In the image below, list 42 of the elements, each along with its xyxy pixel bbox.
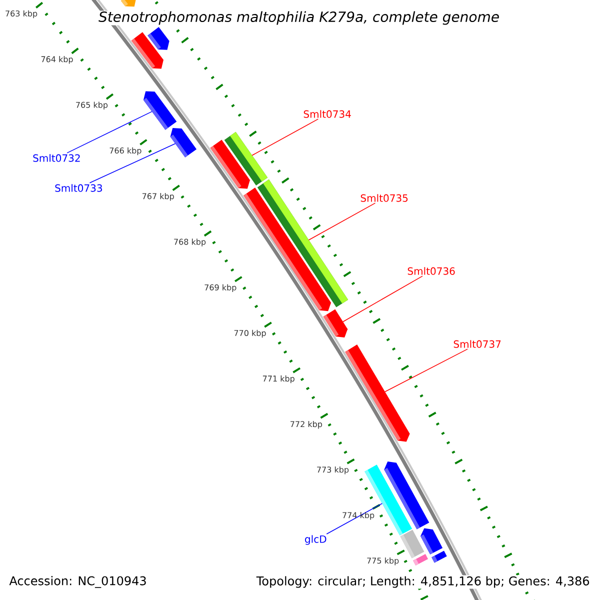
gene-bar [148,27,170,50]
leader-line [308,202,376,240]
gene-label: Smlt0737 [454,340,501,348]
tick-label: 775 kbp [367,557,399,566]
leader-line [384,348,468,392]
tick-label: 763 kbp [6,10,38,18]
footer-text: Accession: NC_010943 [8,575,148,589]
tick-label: 770 kbp [234,330,266,338]
gene-label: Smlt0734 [304,110,351,118]
tick-label: 772 kbp [290,420,322,429]
footer-text: Topology: circular; Length: 4,851,126 bp; Genes: 4,386 [255,575,591,589]
tick-label: 767 kbp [142,193,174,201]
tick-label: 766 kbp [110,147,142,156]
tick-label: 769 kbp [204,284,236,292]
gene-bar [143,91,177,130]
gene-bar [345,344,410,442]
tick-label: 774 kbp [342,512,374,520]
leader-line [252,118,318,156]
gene-bar [432,550,447,563]
leader-line [66,111,152,154]
gene-label: Smlt0733 [55,184,102,192]
tick-label: 765 kbp [76,102,108,110]
gene-bar [170,128,197,158]
tick-label: 768 kbp [174,238,206,246]
leader-line [342,276,423,322]
title: Stenotrophomonas maltophilia K279a, complete genome [98,10,500,26]
gene-bar [120,0,136,7]
tick-label: 764 kbp [41,56,73,64]
gene-label: Smlt0732 [33,154,80,162]
gene-label: Smlt0735 [360,194,408,202]
gene-label: glcD [305,535,326,545]
tick-label: 771 kbp [262,375,294,384]
gene-bar [224,132,268,186]
leader-line [326,503,383,534]
gene-bar [400,530,424,558]
gene-bar [323,309,348,338]
gene-bar [384,462,430,530]
gene-bar [257,179,348,308]
leader-line [89,143,176,184]
gene-label: Smlt0736 [408,267,455,275]
tick-label: 773 kbp [317,466,349,474]
gene-bar [413,554,428,566]
